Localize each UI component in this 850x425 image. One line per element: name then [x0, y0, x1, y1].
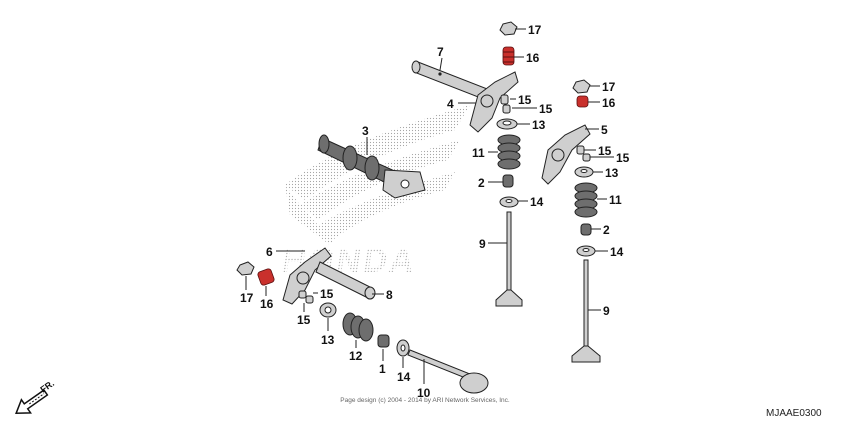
callout-12: 12 [349, 349, 363, 363]
rocker-arm-part [541, 124, 591, 185]
adjuster-spring-part [576, 95, 589, 108]
callout-10: 10 [417, 386, 431, 400]
spring-seat-part [396, 339, 410, 357]
callout-11: 11 [609, 193, 622, 207]
rocker-shaft-part [315, 261, 376, 300]
callout-2: 2 [478, 176, 485, 190]
callout-7: 7 [437, 45, 444, 59]
rocker-arm-part [469, 71, 519, 133]
rocker-arm-part [282, 247, 332, 305]
nut-part [236, 261, 255, 276]
spring-seat-part [499, 196, 519, 208]
callout-14: 14 [530, 195, 544, 209]
adjuster-spring-part [502, 46, 515, 66]
callout-labels: 17 16 7 15 4 15 3 13 17 16 5 15 15 11 13… [240, 23, 630, 400]
callout-8: 8 [386, 288, 393, 302]
nut-part [499, 21, 518, 36]
callout-14: 14 [610, 245, 624, 259]
callout-15: 15 [320, 287, 334, 301]
callout-9: 9 [603, 304, 610, 318]
callout-15: 15 [598, 144, 612, 158]
spring-retainer-part [319, 302, 337, 318]
stem-seal-part [377, 334, 390, 348]
callout-15: 15 [518, 93, 532, 107]
valve-cotter-part [576, 145, 591, 162]
nut-part [572, 79, 591, 94]
callout-1: 1 [379, 362, 386, 376]
stem-seal-part [580, 223, 592, 236]
callout-13: 13 [321, 333, 335, 347]
valve-part [495, 211, 523, 307]
callout-15: 15 [616, 151, 630, 165]
callout-15: 15 [297, 313, 311, 327]
spring-seat-part [576, 245, 596, 257]
valve-spring-part [342, 312, 374, 342]
camshaft-part [317, 134, 426, 199]
valve-spring-part [497, 134, 521, 170]
callout-17: 17 [528, 23, 542, 37]
callout-9: 9 [479, 237, 486, 251]
callout-13: 13 [532, 118, 546, 132]
spring-retainer-part [496, 118, 518, 130]
front-direction-arrow-icon [15, 389, 49, 414]
callout-14: 14 [397, 370, 411, 384]
valve-cotter-part [298, 290, 314, 304]
valve-part [407, 349, 489, 394]
valve-spring-part [574, 182, 598, 218]
callout-3: 3 [362, 124, 369, 138]
callout-13: 13 [605, 166, 619, 180]
diagram-code: MJAAE0300 [766, 408, 822, 419]
callout-15: 15 [539, 102, 553, 116]
callout-6: 6 [266, 245, 273, 259]
leader-lines [245, 28, 614, 384]
callout-11: 11 [472, 146, 485, 160]
copyright-text: Page design (c) 2004 - 2014 by ARI Netwo… [340, 397, 510, 404]
callout-16: 16 [526, 51, 540, 65]
callout-16: 16 [602, 96, 616, 110]
callout-2: 2 [603, 223, 610, 237]
callout-4: 4 [447, 97, 454, 111]
valve-part [571, 259, 601, 363]
spring-retainer-part [574, 166, 594, 178]
callout-17: 17 [602, 80, 616, 94]
valve-cotter-part [500, 94, 511, 114]
stem-seal-part [502, 174, 514, 188]
callout-16: 16 [260, 297, 274, 311]
adjuster-spring-part [257, 268, 275, 286]
callout-5: 5 [601, 123, 608, 137]
callout-17: 17 [240, 291, 254, 305]
